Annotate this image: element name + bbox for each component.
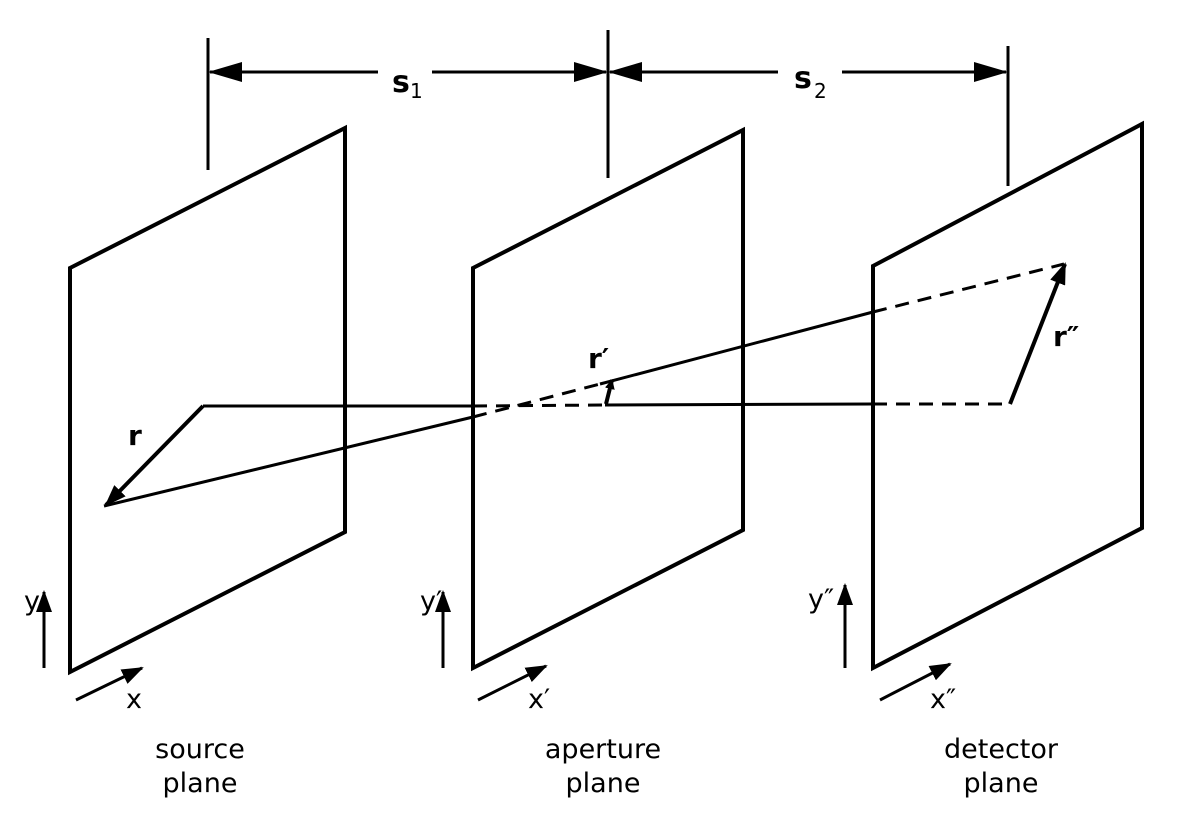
- ray-visible-2: [599, 310, 874, 386]
- vector-r-label: r: [128, 419, 142, 452]
- detector-x-axis: [879, 662, 952, 702]
- coordinate-axes: [36, 583, 952, 702]
- source-caption-line1: source: [155, 734, 245, 765]
- source-plane: [68, 124, 347, 676]
- ray-hidden-1: [472, 382, 601, 419]
- detector-caption-line1: detector: [944, 734, 1059, 765]
- detector-caption-line2: plane: [964, 768, 1039, 799]
- aperture-x-axis: [477, 664, 548, 702]
- source-x-axis: [75, 666, 144, 702]
- source-x-label: x: [126, 684, 142, 715]
- vector-r-double-prime-label: r″: [1053, 320, 1079, 353]
- aperture-y-label: y′: [420, 586, 442, 617]
- rays: [103, 262, 1065, 508]
- aperture-plane: [471, 126, 745, 672]
- detector-y-label: y″: [808, 584, 834, 615]
- source-caption-line2: plane: [163, 768, 238, 799]
- aperture-caption-line1: aperture: [545, 734, 661, 765]
- detector-x-label: x″: [930, 684, 956, 715]
- axis-line-hidden-1: [472, 403, 606, 408]
- ray-hidden-2: [872, 262, 1065, 314]
- detector-plane: [871, 120, 1144, 672]
- ray-visible-1: [103, 415, 474, 508]
- s2-label: s: [794, 61, 812, 96]
- aperture-x-label: x′: [528, 684, 550, 715]
- s2-subscript: 2: [814, 79, 827, 103]
- source-y-label: y: [24, 586, 40, 617]
- dimension-extension-lines: [206, 30, 1010, 186]
- s1-subscript: 1: [410, 79, 423, 103]
- aperture-caption-line2: plane: [566, 768, 641, 799]
- vector-r-prime: [604, 379, 615, 405]
- vector-r-double-prime: [1008, 262, 1067, 405]
- vector-r-prime-label: r′: [588, 342, 609, 375]
- position-vectors: [104, 262, 1067, 507]
- vector-r: [104, 404, 205, 507]
- axis-line-visible-2: [604, 402, 874, 407]
- planes: [68, 120, 1144, 676]
- s1-label: s: [392, 65, 410, 100]
